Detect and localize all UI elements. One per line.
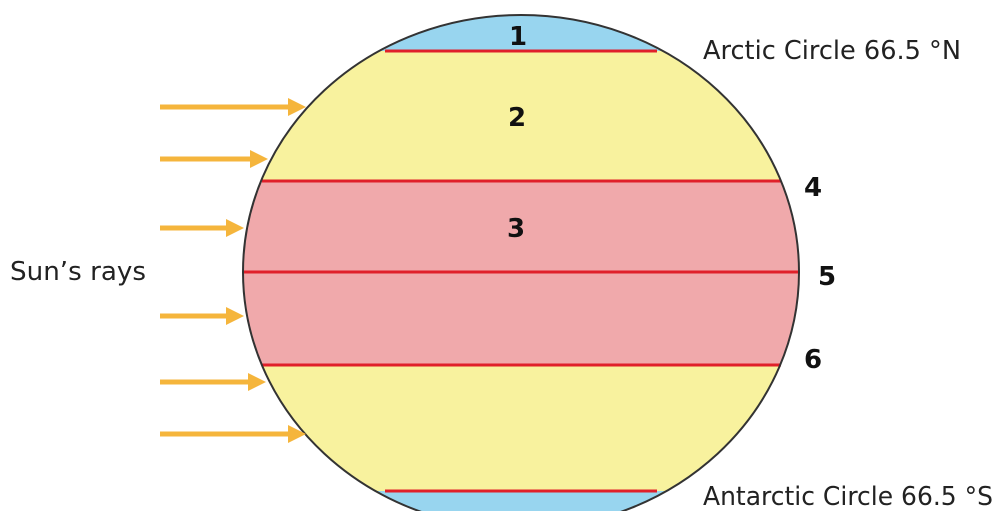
zone-number-5: 5 (818, 262, 836, 292)
sun-ray-arrow (160, 150, 268, 168)
latitude-lines (243, 49, 799, 493)
zone-number-2: 2 (508, 103, 526, 133)
earth-bands (243, 15, 799, 511)
sun-ray-arrow (160, 219, 244, 237)
south-temperate-zone (243, 365, 799, 491)
sun-rays-arrows (160, 98, 306, 443)
arctic-circle-label: Arctic Circle 66.5 °N (703, 36, 961, 66)
zone-number-1: 1 (509, 22, 527, 52)
antarctic-circle-label: Antarctic Circle 66.5 °S (703, 482, 993, 511)
sun-ray-arrow (160, 373, 266, 391)
zone-number-4: 4 (804, 173, 822, 203)
sun-ray-arrow (160, 425, 306, 443)
zone-number-6: 6 (804, 345, 822, 375)
north-temperate-zone (243, 51, 799, 181)
zone-number-3: 3 (507, 214, 525, 244)
sun-rays-label: Sun’s rays (10, 257, 146, 287)
earth-outline (242, 14, 800, 511)
sun-ray-arrow (160, 98, 306, 116)
sun-ray-arrow (160, 307, 244, 325)
